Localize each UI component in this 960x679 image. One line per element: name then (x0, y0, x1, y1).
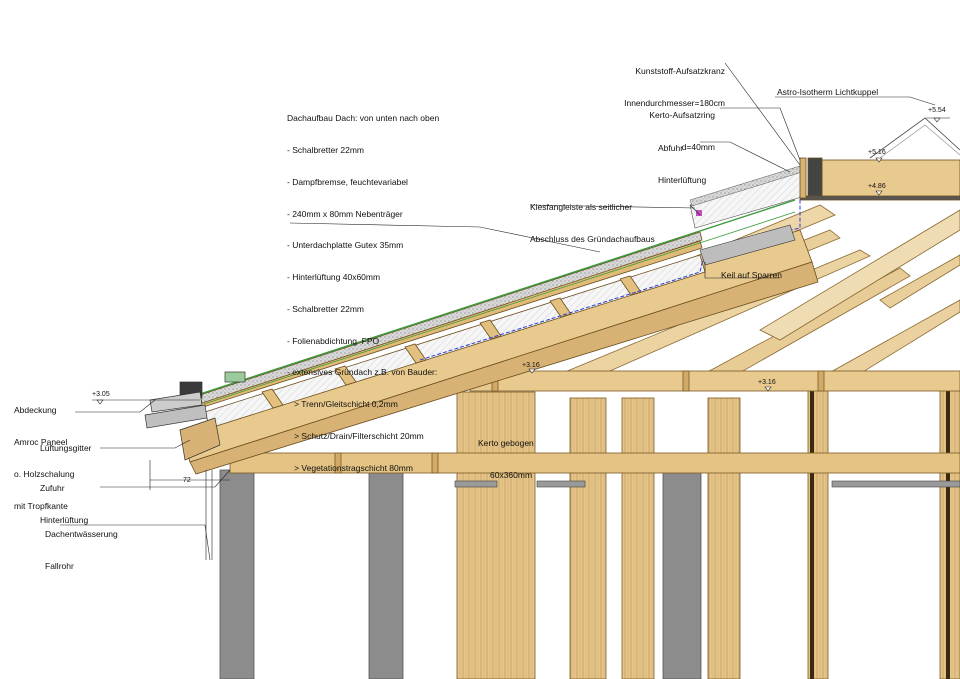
roof-buildup-line: > Trenn/Gleitschicht 0,2mm (287, 399, 398, 410)
wedge (699, 224, 796, 266)
roof-buildup-line: > Schutz/Drain/Filterschicht 20mm (287, 431, 424, 441)
post-4 (707, 397, 741, 679)
eave-detail (144, 371, 246, 461)
post-kerto-bent (456, 391, 536, 679)
level-beam-left: +3.16 (522, 362, 540, 369)
cover-label-line: mit Tropfkante (14, 500, 68, 511)
secondary-rafter (189, 261, 819, 475)
cover-label: Abdeckung Amroc Paneel o. Holzschalung m… (14, 384, 74, 522)
skylight-dome (869, 117, 960, 159)
skylight-ring (799, 157, 960, 201)
drainage-label-line: Dachentwässerung (45, 529, 118, 540)
ring-label-line: Innendurchmesser=180cm (624, 97, 725, 108)
dashed-outline (419, 195, 801, 361)
roof-buildup-line: - Unterdachplatte Gutex 35mm (287, 240, 404, 251)
wedge-label: Keil auf Sparren (721, 270, 782, 280)
post-2 (569, 397, 607, 679)
column-mid (368, 469, 404, 679)
kerto-ring-label-line: d=40mm (681, 141, 715, 152)
level-markers (92, 117, 950, 405)
drainage-label: Dachentwässerung Fallrohr (45, 508, 118, 582)
ring-label: Kunststoff-Aufsatzkranz Innendurchmesser… (600, 45, 725, 119)
kerto-ring-label-line: Kerto-Aufsatzring (649, 110, 715, 121)
supply-label-line: Zufuhr (40, 483, 65, 494)
dimension-72: 72 (183, 477, 191, 484)
kerto-bent-label-line: 60x360mm (490, 469, 533, 480)
gravel-stop-label: Kiesfangleiste als seitlicher Abschluss … (530, 181, 655, 255)
level-ridge: +5.54 (928, 107, 946, 114)
roof-buildup-line: - Hinterlüftung 40x60mm (287, 272, 381, 283)
roof-buildup-line: - Folienabdichtung FPO (287, 335, 380, 346)
gravel-stop-label-line: Abschluss des Gründachaufbaus (530, 233, 655, 244)
timber-posts (456, 389, 960, 679)
ring-beams (229, 370, 960, 474)
exhaust-label-line: Hinterlüftung (658, 174, 707, 185)
kerto-ring-label: Kerto-Aufsatzring d=40mm (620, 89, 715, 163)
roof-buildup-line: Dachaufbau Dach: von unten nach oben (287, 113, 440, 124)
membrane-line (199, 199, 796, 395)
leader-lines (60, 62, 936, 561)
exhaust-label-line: Abfuhr (658, 143, 684, 154)
plastic-curb (807, 157, 823, 197)
cover-label-line: Amroc Paneel (14, 436, 68, 447)
roof-buildup-line: > Vegetationstragschicht 80mm (287, 462, 413, 473)
level-ring-bottom: +4.86 (868, 183, 886, 190)
roof-buildup-label: Dachaufbau Dach: von unten nach oben - S… (287, 92, 439, 484)
drainage-label-line: Fallrohr (45, 560, 74, 571)
vent-grid-label: Lüftungsgitter (40, 443, 92, 453)
roof-buildup-line: - Schalbretter 22mm (287, 303, 364, 314)
post-3 (621, 397, 655, 679)
level-beam-right: +3.16 (758, 379, 776, 386)
kerto-ring (821, 159, 960, 198)
skylight-label: Astro-Isotherm Lichtkuppel (777, 87, 879, 97)
supply-label: Zufuhr Hinterlüftung (40, 462, 88, 536)
gravel-stop-label-line: Kiesfangleiste als seitlicher (530, 202, 633, 213)
roof-buildup-line: - extensives Gründach z.B. von Bauder: (287, 367, 438, 378)
kerto-bent-label: Kerto gebogen 60x360mm (478, 417, 534, 491)
column-left (219, 469, 255, 679)
roof-buildup-line: - Dampfbremse, feuchtevariabel (287, 176, 408, 187)
supply-label-line: Hinterlüftung (40, 514, 89, 525)
beam-upper (469, 370, 960, 392)
roof-buildup-line: - Schalbretter 22mm (287, 144, 364, 155)
level-ring-top: +5.16 (868, 149, 886, 156)
concrete-columns (219, 469, 702, 679)
column-right (662, 469, 702, 679)
cover-label-line: Abdeckung (14, 405, 57, 416)
roof-buildup-line: - 240mm x 80mm Nebenträger (287, 208, 403, 219)
kerto-bent-label-line: Kerto gebogen (478, 438, 534, 449)
ring-label-line: Kunststoff-Aufsatzkranz (635, 66, 725, 77)
cover-label-line: o. Holzschalung (14, 468, 75, 479)
exhaust-label: Abfuhr Hinterlüftung (658, 122, 706, 196)
level-eave: +3.05 (92, 391, 110, 398)
steel-plates (454, 480, 960, 488)
